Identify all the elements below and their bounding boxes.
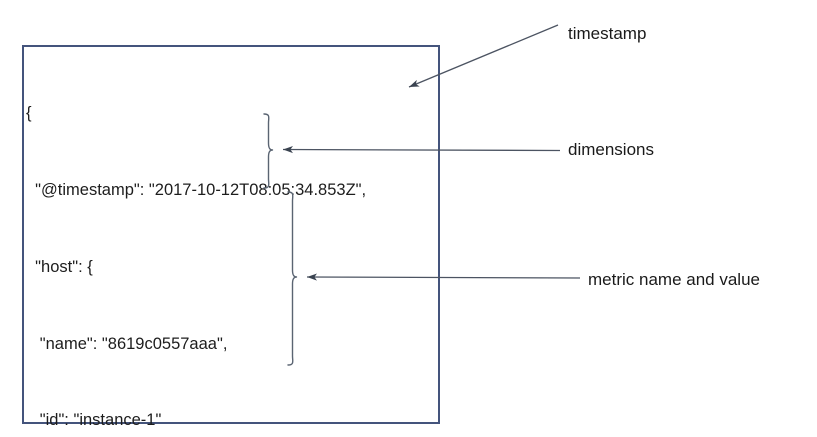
json-document-text: { "@timestamp": "2017-10-12T08:05:34.853…	[26, 50, 446, 437]
json-line-host-open: "host": {	[26, 257, 93, 276]
annotation-label-timestamp: timestamp	[568, 24, 647, 43]
annotation-label-dimensions: dimensions	[568, 140, 654, 159]
json-document-box	[22, 45, 440, 424]
json-line: {	[26, 104, 32, 123]
annotation-label-metric: metric name and value	[588, 270, 760, 289]
json-line-timestamp: "@timestamp": "2017-10-12T08:05:34.853Z"…	[26, 180, 367, 199]
json-line-host-name: "name": "8619c0557aaa",	[26, 334, 228, 353]
json-line-host-id: "id": "instance-1"	[26, 411, 162, 430]
